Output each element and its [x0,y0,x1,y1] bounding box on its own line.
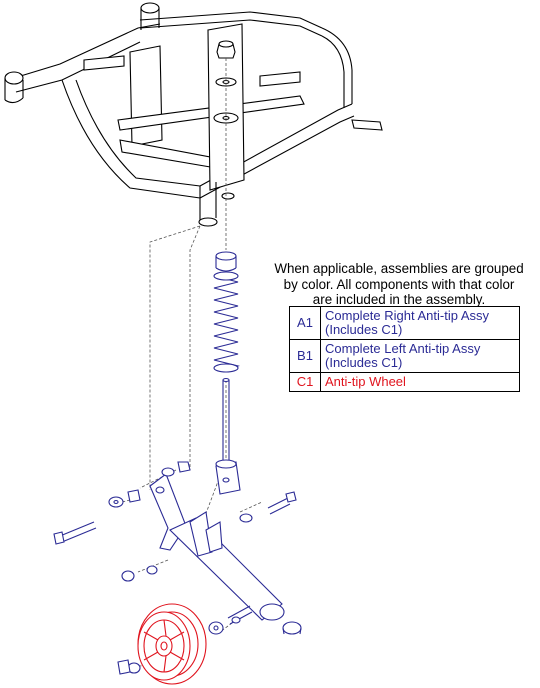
legend-desc-line: Complete Right Anti-tip Assy [325,308,490,323]
note-line-1: When applicable, assemblies are grouped [274,261,524,276]
legend-desc-line: (Includes C1) [325,322,403,337]
axle-cap [282,621,302,635]
legend-desc-line: Complete Left Anti-tip Assy [325,341,481,356]
legend-description: Complete Left Anti-tip Assy (Includes C1… [320,339,520,373]
threaded-rod [222,380,230,462]
legend-code: B1 [289,339,321,373]
legend-code: A1 [289,306,321,340]
bolt-right [267,497,291,515]
note-line-2: by color. All components with that color [283,276,515,292]
seat-frame [4,2,383,227]
legend-desc-line: (Includes C1) [325,355,403,370]
legend-row-b1: B1 Complete Left Anti-tip Assy (Includes… [289,339,520,373]
legend-description: Anti-tip Wheel [320,372,520,392]
legend-desc-line: Anti-tip Wheel [325,374,406,389]
assembly-legend-table: A1 Complete Right Anti-tip Assy (Include… [289,306,520,392]
legend-description: Complete Right Anti-tip Assy (Includes C… [320,306,520,340]
anti-tip-assembly [53,251,302,675]
legend-code: C1 [289,372,321,392]
legend-row-c1: C1 Anti-tip Wheel [289,372,520,392]
bolt-left [59,521,97,543]
spring [213,275,240,371]
color-grouping-note: When applicable, assemblies are grouped … [258,261,540,308]
anti-tip-arm [169,517,283,621]
anti-tip-wheel [137,603,207,685]
legend-row-a1: A1 Complete Right Anti-tip Assy (Include… [289,306,520,340]
note-line-3: are included in the assembly. [312,292,486,307]
